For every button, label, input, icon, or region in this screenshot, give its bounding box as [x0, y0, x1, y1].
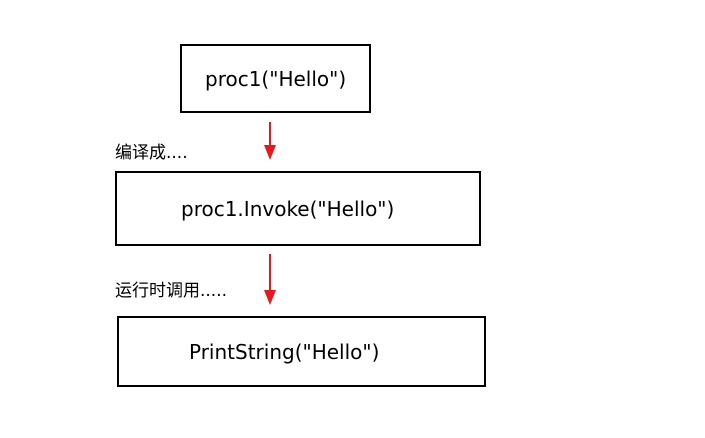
code-text-invoke-call: proc1.Invoke("Hello") — [181, 196, 395, 221]
compile-label: 编译成.... — [115, 143, 188, 163]
arrow-down-icon-1 — [264, 122, 276, 160]
runtime-label: 运行时调用..... — [115, 281, 228, 301]
code-box-invoke-call: proc1.Invoke("Hello") — [115, 171, 481, 246]
code-text-proc1-call: proc1("Hello") — [205, 66, 347, 91]
code-text-printstring-call: PrintString("Hello") — [189, 339, 380, 364]
code-box-proc1-call: proc1("Hello") — [180, 44, 371, 113]
code-box-printstring-call: PrintString("Hello") — [117, 316, 486, 387]
arrow-down-icon-2 — [264, 254, 276, 305]
